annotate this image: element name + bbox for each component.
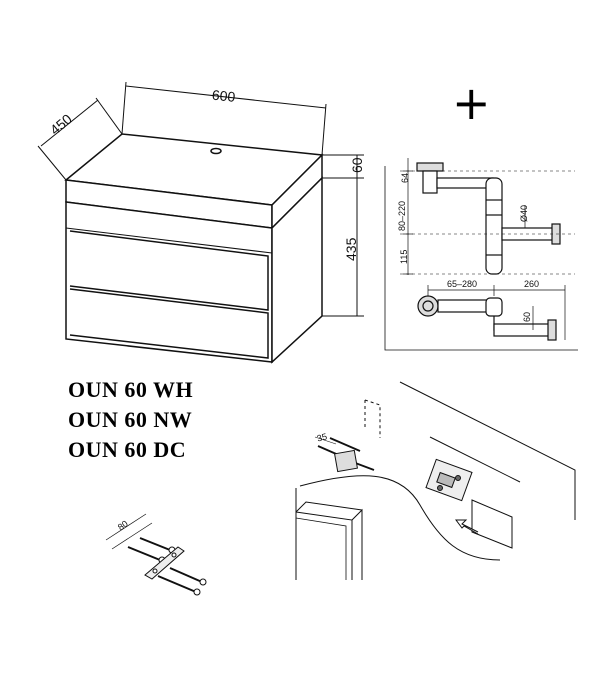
siphon-dimensions <box>403 158 566 340</box>
siphon-drain-head <box>416 162 444 172</box>
siphon-dim-60: 60 <box>522 312 532 322</box>
siphon-trap <box>485 177 503 275</box>
wall-bracket <box>334 449 358 473</box>
drawer-gap-line <box>65 227 273 254</box>
wall-fixing-screws <box>317 437 375 473</box>
screw-icon <box>139 537 171 551</box>
bracket-wall-dim: 35 <box>316 431 328 443</box>
bracket-small-dim: 80 <box>116 518 130 532</box>
cabinet-dimensions <box>37 81 364 317</box>
cutaway-curve <box>299 475 501 561</box>
siphon-dim-115: 115 <box>399 250 409 264</box>
siphon-dim-65-280: 65–280 <box>447 279 477 289</box>
cabinet-rear-panel <box>471 499 513 549</box>
model-code-dc: OUN 60 DC <box>68 437 187 462</box>
siphon-dim-d40: Ø40 <box>519 205 529 222</box>
siphon-drawing <box>384 162 578 351</box>
installation-scene <box>295 381 576 580</box>
bracket-kit-small <box>105 513 207 596</box>
siphon-dim-80-220: 80–220 <box>397 201 407 231</box>
siphon-dim-260: 260 <box>524 279 539 289</box>
screw-icon <box>157 575 197 593</box>
cabinet-corner <box>295 488 363 580</box>
cabinet-ghost-outline <box>364 399 381 438</box>
screw-icon <box>169 567 203 583</box>
dim-width-label: 600 <box>211 87 236 105</box>
dim-top-label: 60 <box>349 157 365 173</box>
dim-depth-label: 450 <box>47 110 75 137</box>
siphon-top-outlet <box>493 323 551 337</box>
siphon-frame <box>384 166 578 351</box>
drawer-top-front <box>69 230 269 311</box>
dim-width-line <box>125 85 327 109</box>
tap-hole <box>210 147 222 155</box>
wall-outline <box>399 381 576 520</box>
drawer-bottom-front <box>69 288 269 359</box>
model-code-wh: OUN 60 WH <box>68 377 194 402</box>
direction-arrow-icon <box>455 519 479 535</box>
model-code-nw: OUN 60 NW <box>68 407 193 432</box>
plus-sign: + <box>452 76 491 130</box>
siphon-top-drain <box>417 295 439 317</box>
wall-bracket-plate <box>144 546 185 580</box>
dim-depth-line <box>40 99 99 147</box>
screw-icon <box>127 546 161 561</box>
dim-height-label: 435 <box>343 237 359 261</box>
cabinet-drawing <box>64 133 324 364</box>
siphon-dim-64: 64 <box>400 173 410 183</box>
hanging-mechanism <box>425 458 473 502</box>
